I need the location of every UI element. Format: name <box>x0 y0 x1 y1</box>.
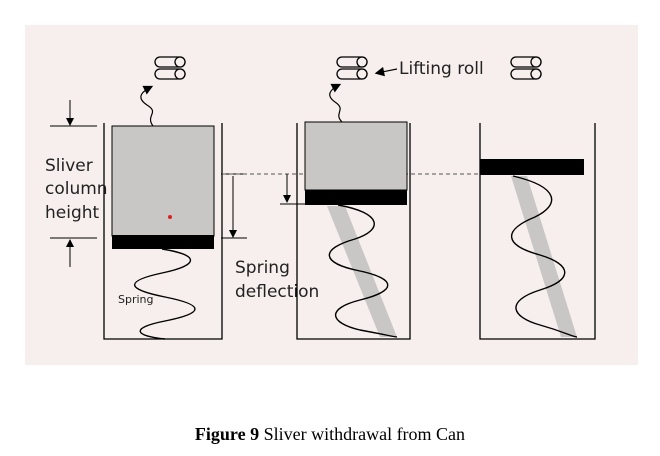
label-height: height <box>45 203 100 223</box>
can-1-sliver-strand <box>140 85 154 127</box>
diagram-svg: Sliver column height Spring Spring defle… <box>45 56 596 340</box>
can-3-plate <box>480 159 584 175</box>
spring-deflection-dimension <box>221 173 247 239</box>
label-spring: Spring <box>118 293 154 306</box>
lifting-roll-arrow <box>374 66 398 77</box>
can-2-roll-icon <box>336 56 368 80</box>
can-2-sliver-column <box>304 121 408 191</box>
can-3-spring <box>510 175 578 338</box>
can-1-roll-icon <box>154 56 186 80</box>
diagram-panel: Sliver column height Spring Spring defle… <box>25 25 638 365</box>
can-2-walls <box>296 123 411 340</box>
label-spring-deflection-1: Spring <box>235 258 290 278</box>
red-dot <box>168 215 172 219</box>
can-1-plate <box>112 235 214 249</box>
label-sliver: Sliver <box>45 156 93 176</box>
can-1-sliver-column <box>111 125 215 237</box>
can-3-walls <box>479 123 596 340</box>
can-1-spring <box>133 248 196 340</box>
label-column: column <box>45 179 108 199</box>
label-spring-deflection-2: deflection <box>235 282 319 302</box>
figure-caption-text: Sliver withdrawal from Can <box>263 424 466 444</box>
can-2-plate <box>305 190 407 205</box>
can-3 <box>479 56 596 340</box>
can-2-sliver-strand <box>329 83 343 123</box>
can-2-spring <box>328 204 398 338</box>
label-lifting-roll: Lifting roll <box>399 59 484 79</box>
sliver-column-height-dimension <box>50 100 97 267</box>
figure-caption: Figure 9 Sliver withdrawal from Can <box>0 424 660 445</box>
can-2 <box>280 56 411 340</box>
can-3-roll-icon <box>510 56 542 80</box>
figure-number: Figure 9 <box>194 424 260 444</box>
can-1 <box>103 56 223 340</box>
